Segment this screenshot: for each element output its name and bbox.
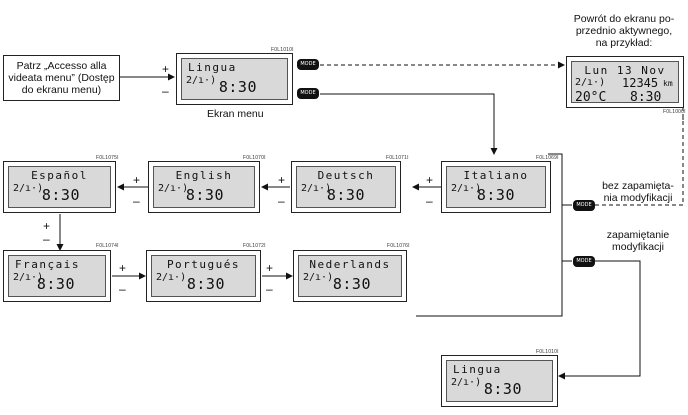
screen-italiano-time: 8:30 <box>476 186 515 204</box>
previous-screen: Lun 13 Nov 2/ı·) 12345 km 20°C 8:30 <box>566 56 684 108</box>
francais-plus-sign: + <box>119 261 127 275</box>
screen-espanol-title: Español <box>31 169 88 182</box>
screen-portugues-time: 8:30 <box>186 275 225 293</box>
previous-screen-time: 8:30 <box>630 90 662 105</box>
italiano-code: F0L1069I <box>536 155 559 161</box>
mode-button-save[interactable]: MODE <box>573 256 595 267</box>
previous-screen-display: Lun 13 Nov 2/ı·) 12345 km 20°C 8:30 <box>571 61 679 105</box>
previous-clock-symbol-icon: 2/ı·) <box>575 77 606 88</box>
portugues-code: F0L1072I <box>243 243 266 249</box>
menu-screen-display: Lingua 2/ı·) 8:30 <box>181 58 288 100</box>
previous-screen-temperature: 20°C <box>575 90 607 105</box>
final-screen-title: Lingua <box>453 363 502 376</box>
clock-symbol-icon: 2/ı·) <box>13 272 44 283</box>
final-screen-code: F0L1010I <box>536 349 559 355</box>
screen-italiano-title: Italiano <box>463 169 529 182</box>
deutsch-plus-sign: + <box>278 173 286 187</box>
nederlands-code: F0L1076I <box>387 243 410 249</box>
screen-italiano-display: Italiano 2/ı·) 8:30 <box>446 166 546 208</box>
francais-code: F0L1074I <box>96 243 119 249</box>
clock-symbol-icon: 2/ı·) <box>301 183 332 194</box>
mode-button-long-press[interactable]: MODE <box>297 59 319 70</box>
previous-screen-date: Lun 13 Nov <box>584 64 666 77</box>
espanol-code: F0L1075I <box>96 155 119 161</box>
previous-screen-odometer: 12345 <box>622 76 659 90</box>
menu-screen-title: Lingua <box>188 61 237 74</box>
previous-screen-unit: km <box>663 79 673 88</box>
english-minus-sign: – <box>133 194 140 208</box>
screen-portugues-title: Portugués <box>166 258 241 271</box>
francais-minus-sign: – <box>119 282 126 296</box>
mode-button-short-press[interactable]: MODE <box>297 88 319 99</box>
screen-nederlands: Nederlands 2/ı·) 8:30 <box>293 250 407 302</box>
menu-minus-sign: – <box>162 84 169 98</box>
screen-nederlands-title: Nederlands <box>309 258 391 271</box>
mode-button-no-save[interactable]: MODE <box>573 200 595 211</box>
clock-symbol-icon: 2/ı·) <box>13 183 44 194</box>
screen-english-display: English 2/ı·) 8:30 <box>153 166 255 208</box>
deutsch-minus-sign: – <box>278 194 285 208</box>
screen-nederlands-time: 8:30 <box>332 275 371 293</box>
screen-espanol-time: 8:30 <box>41 186 80 204</box>
source-note-box: Patrz „Accesso alla videata menu” (Dostę… <box>3 55 120 101</box>
portugues-plus-sign: + <box>266 261 274 275</box>
final-screen-time: 8:30 <box>483 380 522 398</box>
screen-espanol-display: Español 2/ı·) 8:30 <box>8 166 111 208</box>
screen-portugues: Portugués 2/ı·) 8:30 <box>146 250 261 302</box>
clock-symbol-icon: 2/ı·) <box>303 272 334 283</box>
clock-symbol-icon: 2/ı·) <box>158 183 189 194</box>
screen-deutsch-display: Deutsch 2/ı·) 8:30 <box>296 166 396 208</box>
source-note-text: Patrz „Accesso alla videata menu” (Dostę… <box>8 60 115 96</box>
screen-francais-time: 8:30 <box>36 275 75 293</box>
screen-english: English 2/ı·) 8:30 <box>148 161 260 213</box>
screen-espanol: Español 2/ı·) 8:30 <box>3 161 116 213</box>
english-code: F0L1070I <box>243 155 266 161</box>
final-screen: Lingua 2/ı·) 8:30 <box>441 355 558 407</box>
screen-deutsch: Deutsch 2/ı·) 8:30 <box>291 161 401 213</box>
screen-portugues-display: Portugués 2/ı·) 8:30 <box>151 255 256 297</box>
italiano-plus-sign: + <box>426 173 434 187</box>
espanol-minus-sign: – <box>43 232 50 246</box>
screen-francais-title: Français <box>15 258 80 271</box>
screen-english-title: English <box>175 169 233 182</box>
previous-screen-code: F0L1000I <box>663 109 686 115</box>
return-note: Powrót do ekranu po- przednio aktywnego,… <box>573 13 675 49</box>
portugues-minus-sign: – <box>266 282 273 296</box>
screen-deutsch-time: 8:30 <box>326 186 365 204</box>
espanol-plus-sign: + <box>43 219 51 233</box>
menu-screen: Lingua 2/ı·) 8:30 <box>176 53 293 105</box>
screen-francais: Français 2/ı·) 8:30 <box>3 250 111 302</box>
clock-symbol-icon: 2/ı·) <box>451 183 482 194</box>
clock-symbol-icon: 2/ı·) <box>186 75 217 86</box>
menu-screen-time: 8:30 <box>218 78 257 96</box>
save-note: zapamiętanie modyfikacji <box>606 229 670 253</box>
no-save-note: bez zapamięta- nia modyfikacji <box>602 180 674 204</box>
screen-italiano: Italiano 2/ı·) 8:30 <box>441 161 551 213</box>
menu-caption: Ekran menu <box>207 108 264 120</box>
deutsch-code: F0L1071I <box>386 155 409 161</box>
clock-symbol-icon: 2/ı·) <box>451 377 482 388</box>
menu-screen-code: F0L1010I <box>271 47 294 53</box>
screen-nederlands-display: Nederlands 2/ı·) 8:30 <box>298 255 402 297</box>
final-screen-display: Lingua 2/ı·) 8:30 <box>446 360 553 402</box>
clock-symbol-icon: 2/ı·) <box>156 272 187 283</box>
screen-francais-display: Français 2/ı·) 8:30 <box>8 255 106 297</box>
screen-english-time: 8:30 <box>185 186 224 204</box>
screen-deutsch-title: Deutsch <box>317 169 375 182</box>
italiano-minus-sign: – <box>426 194 433 208</box>
english-plus-sign: + <box>133 173 141 187</box>
menu-plus-sign: + <box>162 62 170 76</box>
